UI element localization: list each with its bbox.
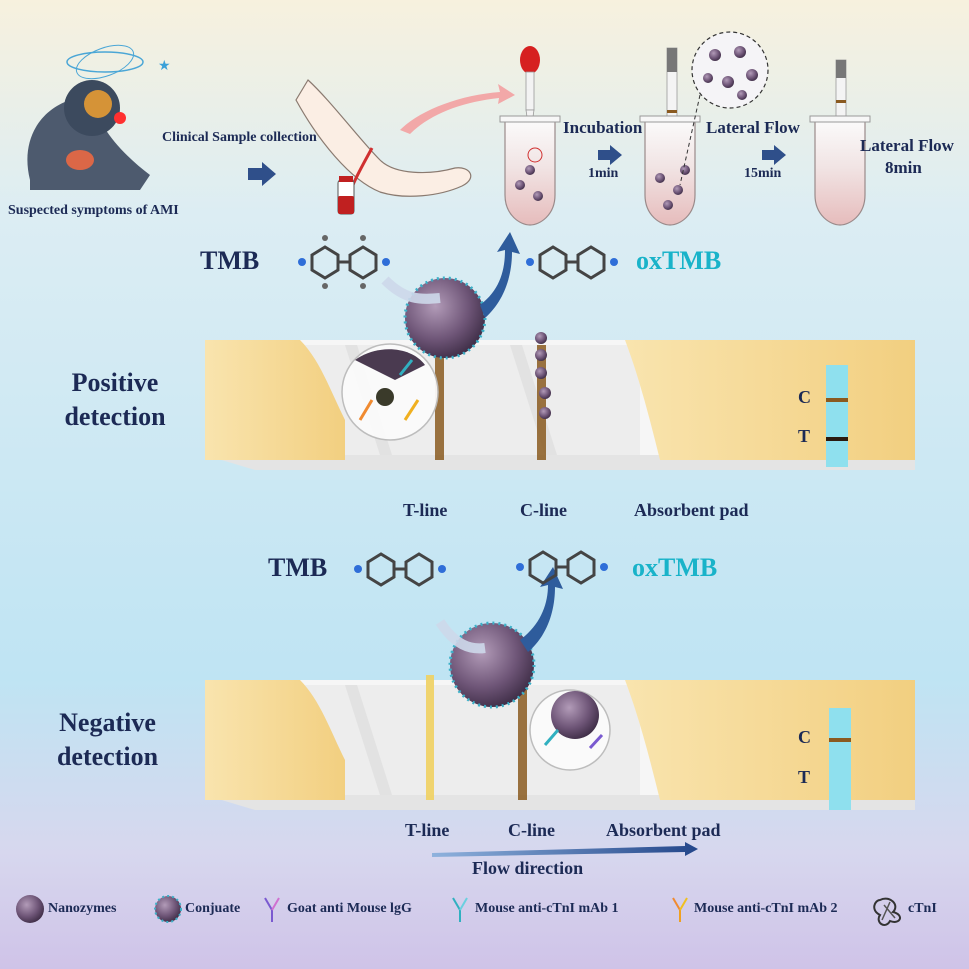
step3-time: 8min [885,158,922,177]
flow-direction-arrow [432,842,698,857]
oxtmb-molecule-icon [516,550,608,585]
positive-absorbent-label: Absorbent pad [634,500,749,520]
arm-blood-draw-icon [295,79,472,215]
legend-conjugate-label: Conjuate [185,901,241,916]
positive-title: Positive detection [64,368,166,431]
step-arrow-icon [248,162,276,186]
step2-label: Lateral Flow [706,118,800,137]
ctni-protein-icon [873,897,901,926]
negative-tmb-label: TMB [268,553,328,582]
positive-c-line-label: C-line [520,500,567,520]
mab1-antibody-icon [452,897,468,922]
positive-oxtmb-label: oxTMB [636,246,722,275]
step1-label: Incubation [563,118,643,137]
sample-tube-1-icon [499,115,561,226]
sample-tube-3-icon [809,59,871,226]
legend-nanozymes-label: Nanozymes [48,901,117,916]
step-arrow-icon [762,145,786,165]
negative-oxtmb-label: oxTMB [632,553,718,582]
oxtmb-molecule-icon [526,245,618,280]
negative-title: Negative detection [56,708,159,771]
negative-strip-t-label: T [798,767,811,787]
negative-c-line-label: C-line [508,820,555,840]
tmb-molecule-icon [298,235,390,289]
positive-strip-t-label: T [798,426,811,446]
positive-magnifier-bubble [341,343,439,441]
step2-time: 15min [744,166,782,181]
negative-result-strip [829,708,851,810]
magnified-conjugate-view [679,31,769,186]
transfer-arrow-icon [400,84,515,134]
svg-text:★: ★ [158,59,171,74]
conjugate-sphere-icon [154,895,182,923]
negative-magnifier-bubble [529,689,611,771]
positive-strip-c-label: C [798,387,811,407]
nanozyme-sphere-icon [16,895,44,923]
sample-tube-2-icon [639,47,701,226]
flow-direction-label: Flow direction [472,858,584,878]
sample-caption: Clinical Sample collection [162,130,317,145]
negative-conjugate-icon [435,567,563,709]
negative-t-line-label: T-line [405,820,450,840]
positive-tmb-label: TMB [200,246,260,275]
negative-absorbent-label: Absorbent pad [606,820,721,840]
positive-conjugate-icon [381,232,520,360]
patient-figure-icon: ★ [27,44,171,190]
legend-icons [16,895,901,926]
legend-mab1-label: Mouse anti-cTnI mAb 1 [475,901,619,916]
symptoms-caption: Suspected symptoms of AMI [8,203,179,218]
legend-ctni-label: cTnI [908,901,937,916]
mab2-antibody-icon [672,897,688,922]
positive-t-line-label: T-line [403,500,448,520]
tmb-molecule-icon [354,552,446,587]
legend-goat-antibody-label: Goat anti Mouse lgG [287,901,412,916]
step3-label: Lateral Flow [860,136,954,155]
negative-strip-c-label: C [798,727,811,747]
step-arrow-icon [598,145,622,165]
legend-mab2-label: Mouse anti-cTnI mAb 2 [694,901,838,916]
positive-result-strip [826,365,848,467]
goat-antibody-icon [264,897,280,922]
step1-time: 1min [588,166,619,181]
